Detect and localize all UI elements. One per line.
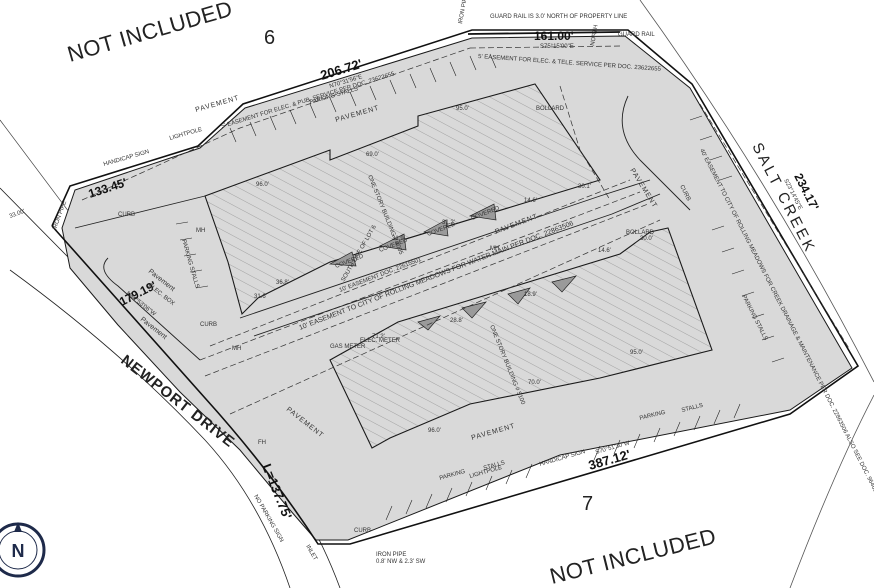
bollard-label-1: BOLLARD: [536, 106, 565, 112]
easement-lines: [81, 45, 851, 415]
bdim-s-mid: 70.0': [528, 380, 541, 386]
iron-pipe-south-note: 0.8' NW & 2.3' SW: [376, 559, 426, 565]
pavement-label-1: PAVEMENT: [195, 95, 241, 114]
dim-north-right: 161.00': [534, 29, 574, 43]
bdim-n-c: 14.6': [524, 198, 537, 204]
inlet-label: INLET: [304, 544, 318, 562]
covered-bays-south: [417, 275, 577, 331]
covered-bays-north: [328, 203, 497, 267]
iron-pipe-north: IRON PIPE: [458, 0, 469, 24]
compass-rose: N: [0, 522, 46, 578]
curb-label-2: CURB: [200, 322, 217, 328]
curb-label-3: CURB: [354, 528, 371, 534]
bdim-n-d: 30.1': [578, 184, 591, 190]
paved-area: [61, 35, 853, 541]
bdim-s-f: 18.9': [524, 292, 537, 298]
bdim-s-right: 71.2': [372, 334, 385, 340]
bdim-n-a: 31.9': [392, 236, 405, 242]
guard-rail-note: GUARD RAIL IS 3.0' NORTH OF PROPERTY LIN…: [490, 14, 627, 20]
property-line: [51, 29, 860, 545]
curb-label-1: CURB: [118, 212, 135, 218]
not-included-top-left: NOT INCLUDED: [64, 0, 235, 67]
bdim-s-e: 28.8': [450, 318, 463, 324]
drive-curbs: [74, 95, 691, 361]
newport-drive-edge-inner: [9, 269, 291, 588]
bdim-s-top: 95.0': [630, 350, 643, 356]
stalls-label-south-2: STALLS: [483, 460, 506, 472]
iron-pipe-south: IRON PIPE: [376, 552, 406, 558]
elec-meter-label: ELEC. METER: [360, 338, 401, 344]
manhole-label-3: MH: [232, 346, 241, 352]
bollard-label-2: BOLLARD: [626, 230, 655, 236]
bdim-n-top: 95.0': [456, 106, 469, 112]
bdim-s-c: 30.0': [640, 236, 653, 242]
guard-rail: [467, 31, 621, 35]
bdim-s-left: 96.0': [428, 428, 441, 434]
parking-stalls: [175, 53, 785, 521]
lot-number-north: 6: [264, 27, 275, 49]
compass-north-letter: N: [12, 541, 25, 561]
manhole-label-1: MH: [196, 228, 205, 234]
lightpole-label-north: LIGHTPOLE: [169, 127, 203, 142]
fire-hydrant-label: FH: [258, 440, 266, 446]
bdim-s-d: 14.6': [598, 248, 611, 254]
bdim-s-a: 36.8': [276, 280, 289, 286]
building-north: [204, 83, 601, 316]
sheet-edge-right-lower: [789, 394, 874, 588]
lot-number-south: 7: [582, 493, 593, 515]
north-label: NORTH: [590, 24, 600, 46]
bdim-n-mid: 69.0': [366, 152, 379, 158]
bdim-n-left: 96.0': [256, 182, 269, 188]
dim-west-r: 33.00': [9, 209, 26, 220]
stalls-label-south: STALLS: [681, 403, 704, 414]
building-south: [329, 227, 713, 449]
bearing-north-right: S75°15'00"E: [540, 44, 574, 50]
gas-meter-label: GAS METER: [330, 344, 366, 350]
handicap-sign-north: HANDICAP SIGN: [103, 149, 150, 168]
bdim-s-b: 31.6': [254, 294, 267, 300]
not-included-bottom-right: NOT INCLUDED: [547, 523, 719, 588]
manhole-label-2: MH: [490, 246, 499, 252]
sheet-edge-right: [639, 0, 874, 383]
guard-rail-label: GUARD RAIL: [618, 32, 655, 38]
bdim-n-b: 31.2': [442, 220, 455, 226]
